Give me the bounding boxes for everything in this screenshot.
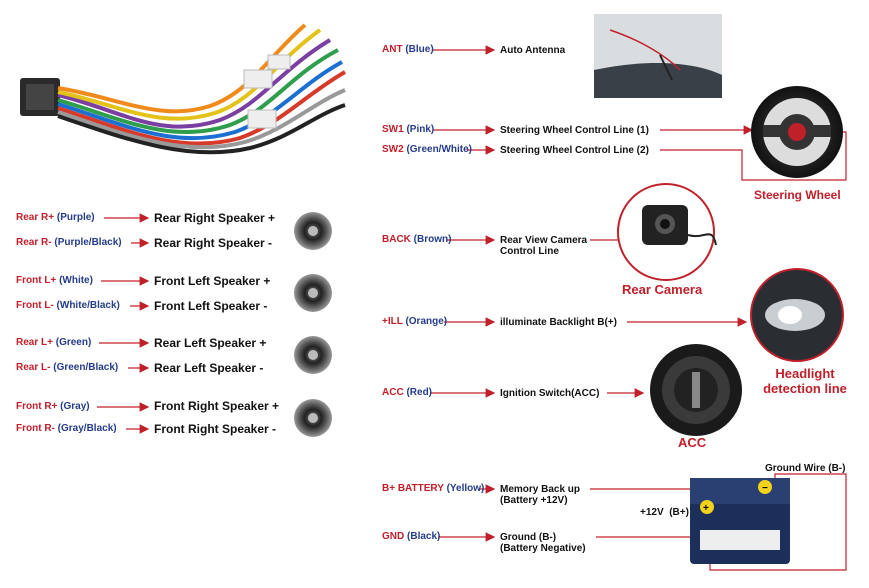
wire-front-l-minus: Front L- (White/Black) — [16, 300, 120, 311]
ground-wire-label: Ground Wire (B-) — [765, 463, 846, 474]
wire-front-r-plus: Front R+ (Gray) — [16, 401, 90, 412]
headlight-caption-line: Headlight — [775, 366, 835, 381]
wire-sw2: SW2 (Green/White) — [382, 144, 473, 155]
speaker-label: Rear Left Speaker - — [154, 361, 264, 375]
speaker-label: Rear Right Speaker + — [154, 211, 276, 225]
function-label: (Battery Negative) — [500, 543, 586, 554]
plus12v-label: +12V (B+) — [640, 507, 689, 518]
wire-front-l-plus: Front L+ (White) — [16, 275, 93, 286]
function-label: Auto Antenna — [500, 45, 566, 56]
speaker-label: Rear Right Speaker - — [154, 236, 273, 250]
ignition-image — [650, 344, 742, 436]
wire-sw1: SW1 (Pink) — [382, 124, 435, 135]
function-label: (Battery +12V) — [500, 495, 568, 506]
function-label: Memory Back up — [500, 484, 581, 495]
speaker-label: Front Right Speaker + — [154, 399, 280, 413]
function-label: Rear View Camera — [500, 235, 588, 246]
svg-text:+: + — [703, 503, 709, 514]
battery-image: + − — [690, 478, 790, 564]
wire-rear-l-plus: Rear L+ (Green) — [16, 337, 92, 348]
function-label: illuminate Backlight B(+) — [500, 317, 617, 328]
steering-wheel-image — [751, 86, 843, 178]
left-arrows — [97, 213, 150, 434]
wire-ant: ANT (Blue) — [382, 44, 434, 55]
rear-camera-image — [617, 183, 717, 281]
speaker-label: Front Left Speaker + — [154, 274, 271, 288]
wire-battery: B+ BATTERY (Yellow) — [382, 483, 485, 494]
wire-back: BACK (Brown) — [382, 234, 452, 245]
wire-gnd: GND (Black) — [382, 531, 441, 542]
function-label: Steering Wheel Control Line (1) — [500, 125, 649, 136]
function-label: Control Line — [500, 246, 559, 257]
wire-harness-image — [20, 23, 346, 155]
steering-wheel-caption: Steering Wheel — [754, 188, 841, 202]
wire-ill: +ILL (Orange) — [382, 316, 448, 327]
headlight-caption: Headlight detection line — [756, 366, 854, 396]
wire-acc: ACC (Red) — [382, 387, 433, 398]
speaker-label: Front Right Speaker - — [154, 422, 277, 436]
function-label: Steering Wheel Control Line (2) — [500, 145, 649, 156]
speaker-label: Front Left Speaker - — [154, 299, 268, 313]
speaker-label: Rear Left Speaker + — [154, 336, 267, 350]
wire-rear-l-minus: Rear L- (Green/Black) — [16, 362, 119, 373]
function-label: Ground (B-) — [500, 532, 557, 543]
wire-front-r-minus: Front R- (Gray/Black) — [16, 423, 117, 434]
acc-caption: ACC — [678, 435, 707, 450]
function-label: Ignition Switch(ACC) — [500, 388, 600, 399]
rear-camera-caption: Rear Camera — [622, 282, 703, 297]
wire-rear-r-plus: Rear R+ (Purple) — [16, 212, 95, 223]
headlight-image — [750, 268, 844, 362]
svg-text:−: − — [762, 483, 768, 494]
antenna-image — [594, 14, 722, 98]
wire-rear-r-minus: Rear R- (Purple/Black) — [16, 237, 122, 248]
right-arrows — [430, 45, 754, 542]
headlight-caption-line: detection line — [763, 381, 847, 396]
speaker-icon — [294, 212, 332, 437]
